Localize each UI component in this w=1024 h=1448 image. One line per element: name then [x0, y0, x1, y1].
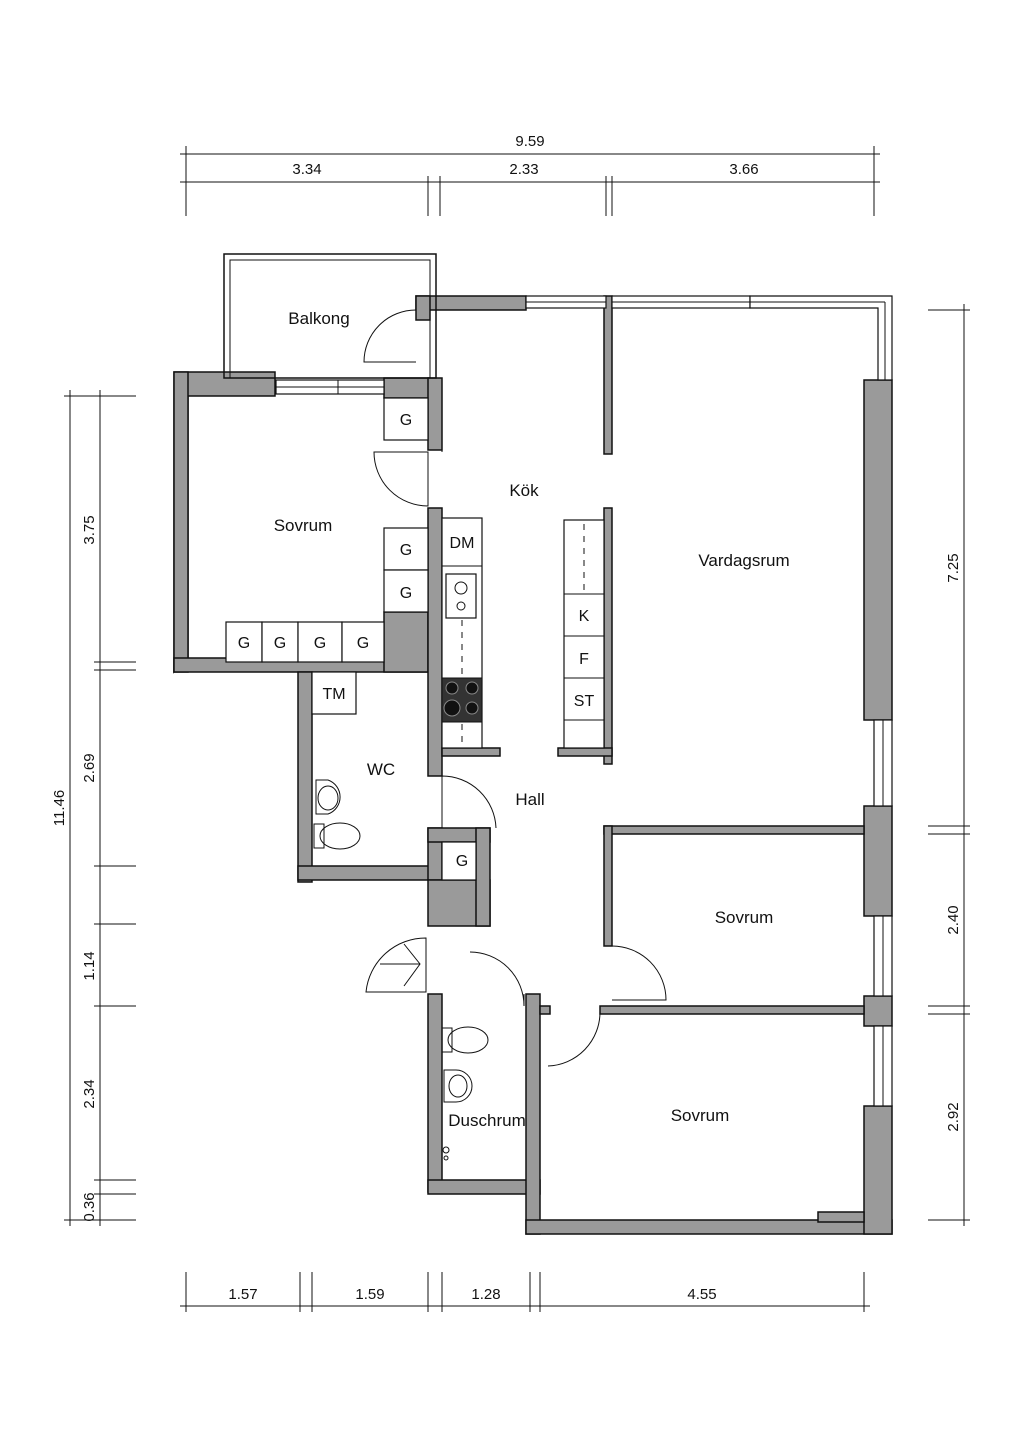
- fixture-labels: G G G G G G G G DM K F ST TM: [238, 412, 595, 870]
- room-label-balcony: Balkong: [288, 309, 349, 328]
- dim-left-4: 2.34: [81, 1079, 98, 1108]
- storage-label: ST: [574, 693, 595, 710]
- room-label-bedroom-top: Sovrum: [274, 516, 333, 535]
- room-label-living: Vardagsrum: [698, 551, 789, 570]
- dim-bottom-4: 4.55: [687, 1286, 716, 1303]
- room-label-shower: Duschrum: [448, 1111, 525, 1130]
- fridge-label: K: [579, 608, 590, 625]
- windows: [275, 295, 893, 1107]
- room-label-wc: WC: [367, 760, 395, 779]
- dim-right-1: 7.25: [945, 553, 962, 582]
- dim-right-3: 2.92: [945, 1102, 962, 1131]
- dim-top-total: 9.59: [515, 133, 544, 150]
- room-label-bedroom-bottom: Sovrum: [671, 1106, 730, 1125]
- room-label-kitchen: Kök: [509, 481, 539, 500]
- room-label-hall: Hall: [515, 790, 544, 809]
- wardrobe-label: G: [456, 853, 468, 870]
- dimension-lines: [64, 146, 970, 1312]
- dim-top-3: 3.66: [729, 161, 758, 178]
- room-label-bedroom-mid: Sovrum: [715, 908, 774, 927]
- balcony: [223, 253, 437, 379]
- dim-top-2: 2.33: [509, 161, 538, 178]
- dim-left-5: 0.36: [81, 1192, 98, 1221]
- wardrobe-label: G: [357, 635, 369, 652]
- walls: [173, 295, 893, 1235]
- dim-bottom-2: 1.59: [355, 1286, 384, 1303]
- wardrobe-label: G: [238, 635, 250, 652]
- wardrobe-label: G: [314, 635, 326, 652]
- fixtures: [225, 397, 605, 1161]
- wardrobe-label: G: [400, 542, 412, 559]
- dim-right-2: 2.40: [945, 905, 962, 934]
- dim-left-2: 2.69: [81, 753, 98, 782]
- wardrobe-label: G: [274, 635, 286, 652]
- washer-label: TM: [322, 686, 345, 703]
- freezer-label: F: [579, 651, 589, 668]
- dishwasher-label: DM: [450, 535, 475, 552]
- dim-bottom-1: 1.57: [228, 1286, 257, 1303]
- dim-bottom-3: 1.28: [471, 1286, 500, 1303]
- wardrobe-label: G: [400, 585, 412, 602]
- doors: [365, 451, 667, 1067]
- wardrobe-label: G: [400, 412, 412, 429]
- dim-left-3: 1.14: [81, 951, 98, 980]
- dimension-labels: 9.59 3.34 2.33 3.66 1.57 1.59 1.28 4.55 …: [51, 133, 962, 1303]
- dim-top-1: 3.34: [292, 161, 321, 178]
- dim-left-1: 3.75: [81, 515, 98, 544]
- dim-left-total: 11.46: [51, 790, 68, 826]
- room-labels: Balkong Sovrum Kök Vardagsrum WC Hall So…: [274, 309, 790, 1130]
